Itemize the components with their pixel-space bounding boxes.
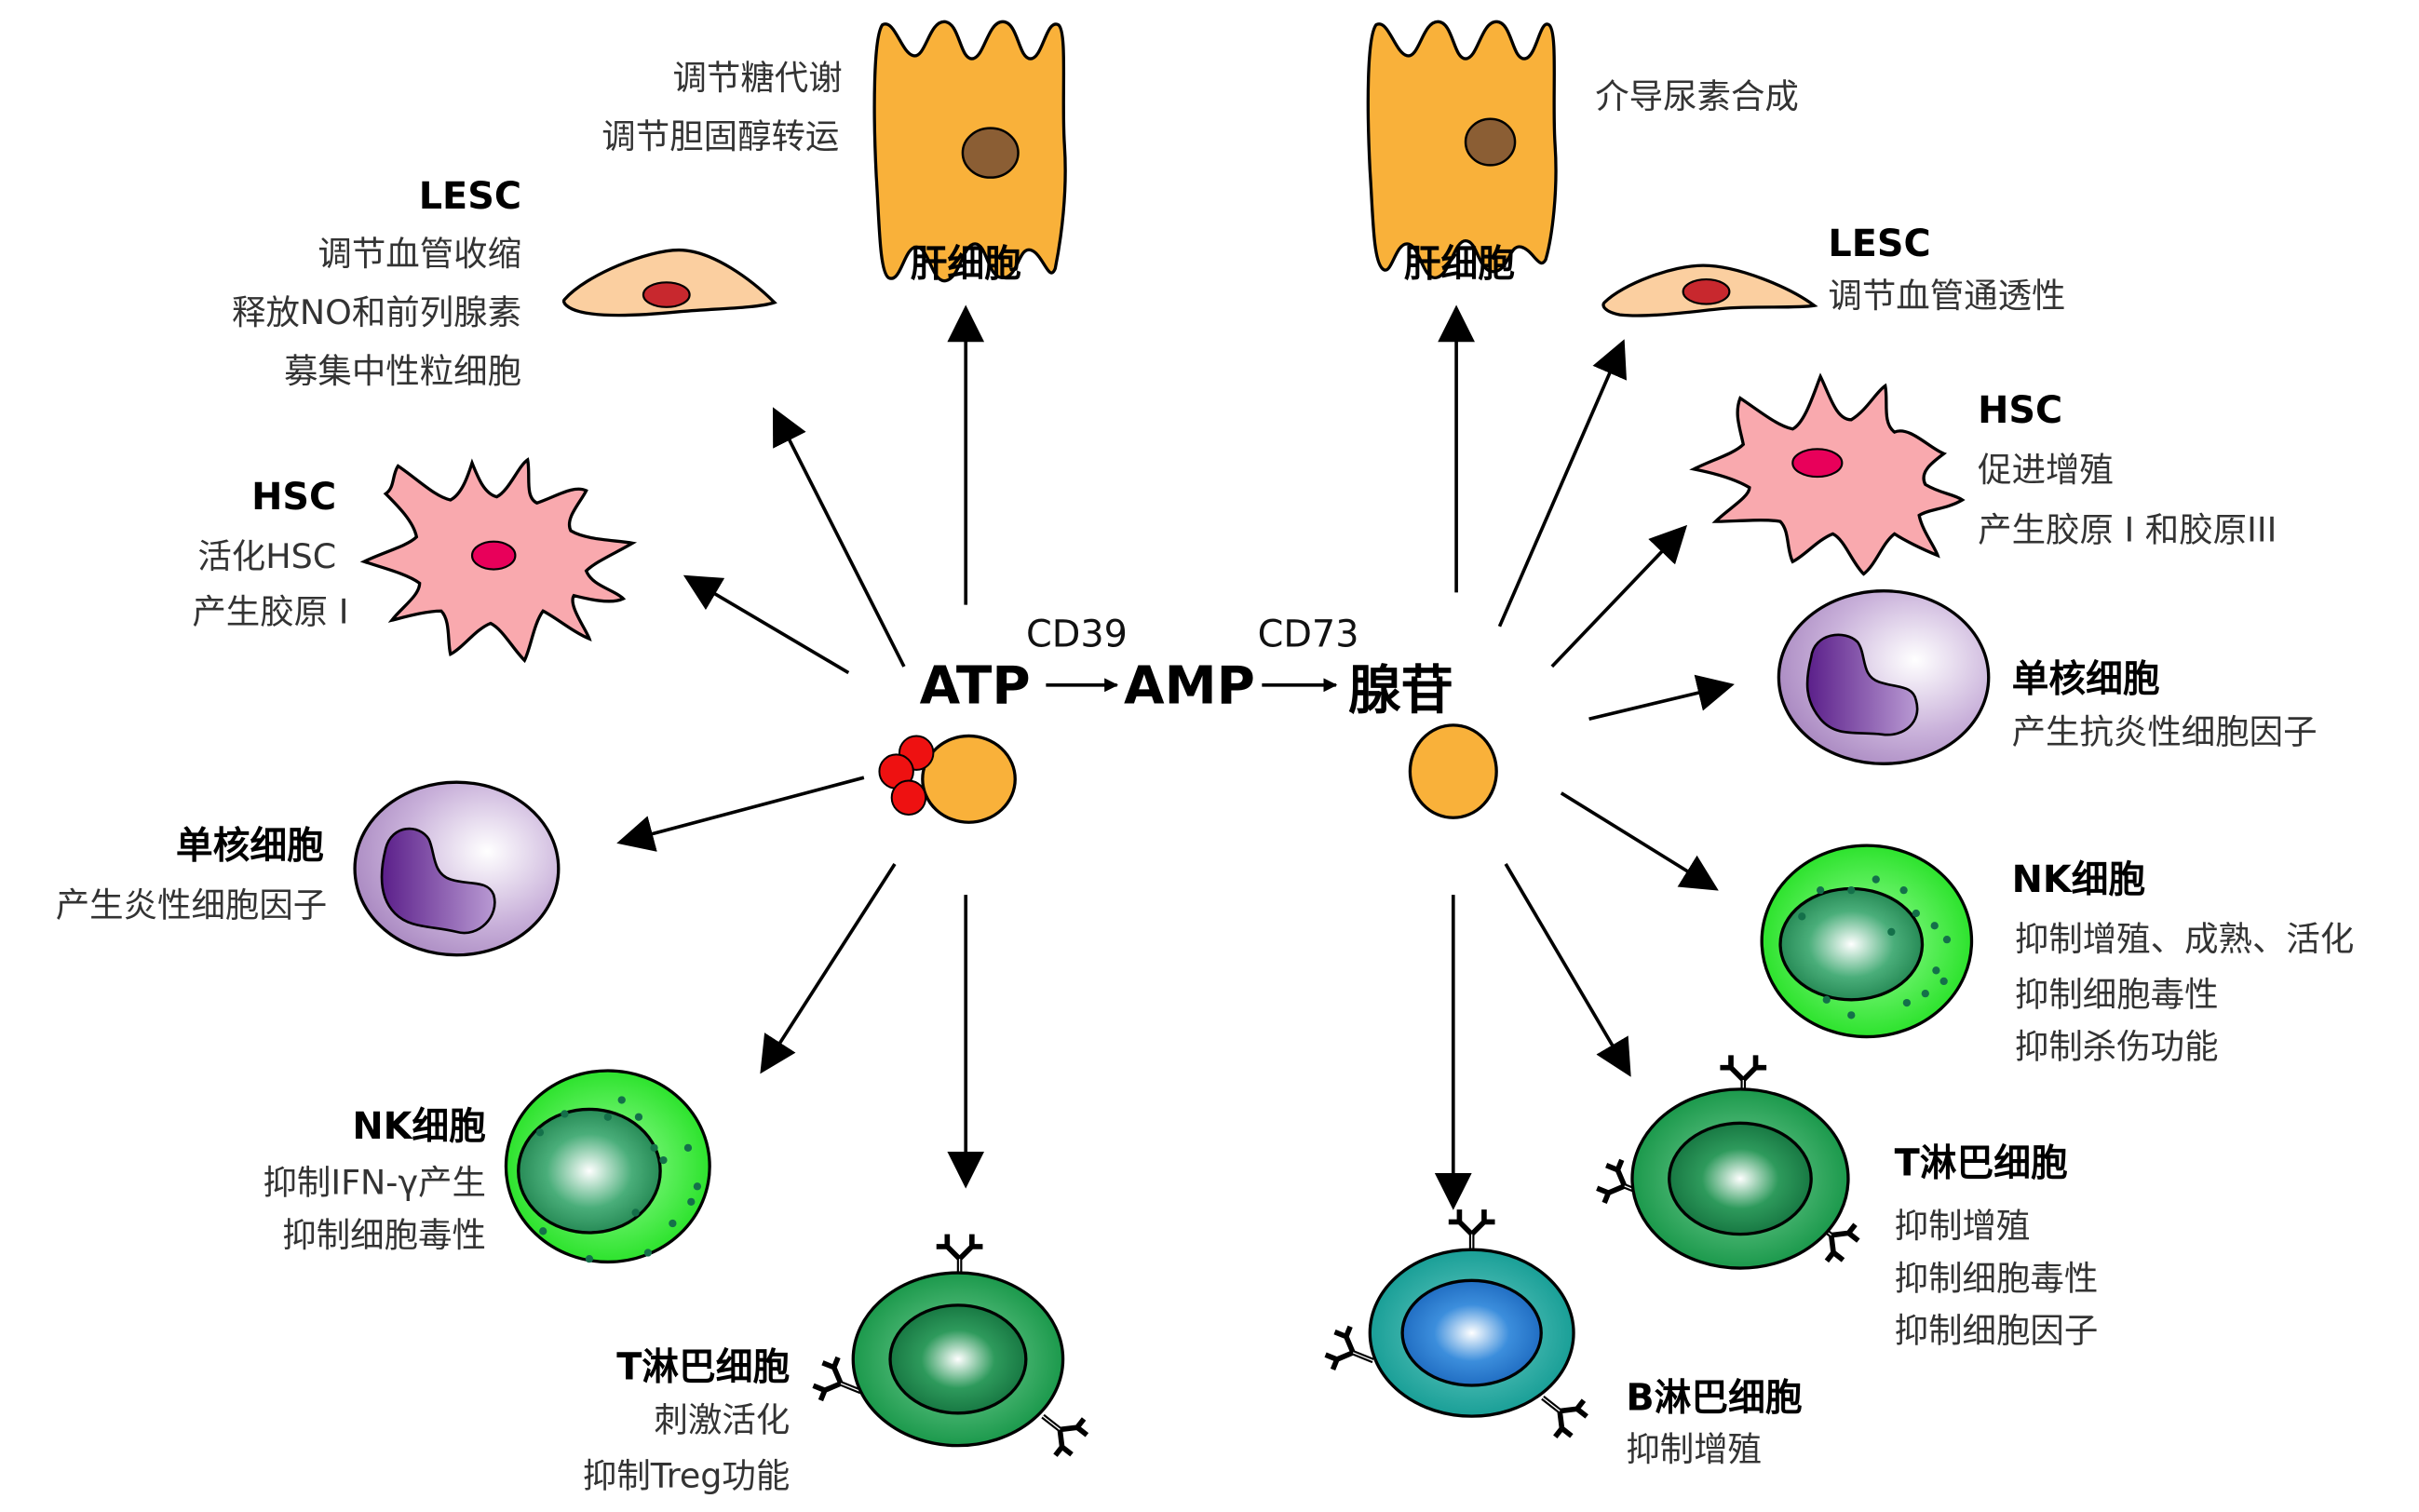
right-lesc-title: LESC xyxy=(1828,223,1930,265)
right-nk-effect: 抑制增殖、成熟、活化 xyxy=(2015,919,2354,959)
arrow-to-right-tcell xyxy=(1504,863,1631,1077)
right-bcell-title: B淋巴细胞 xyxy=(1626,1377,1802,1420)
lesc-nucleus-icon xyxy=(642,281,691,308)
left-hsc-effect: 产生胶原 I xyxy=(192,592,348,632)
nk-nucleus-icon xyxy=(1778,886,1925,1002)
right-nk-effect: 抑制细胞毒性 xyxy=(2015,974,2219,1014)
hepatocyte-nucleus-icon xyxy=(961,127,1020,179)
hsc-nucleus-icon xyxy=(1791,448,1844,479)
right-lesc: LESC 调节血管通透性 xyxy=(1601,223,2065,317)
nk-nucleus-icon xyxy=(517,1107,662,1235)
left-nk-cell: NK细胞 抑制IFN-γ产生 抑制细胞毒性 xyxy=(263,1069,711,1264)
left-t-cell: T淋巴细胞 刺激活化 抑制Treg功能 xyxy=(583,1235,1094,1495)
left-hsc-effect: 活化HSC xyxy=(197,536,336,576)
left-hepatocyte-effect: 调节糖代谢 xyxy=(672,58,842,98)
right-hsc-effect: 产生胶原 I 和胶原III xyxy=(1978,510,2277,550)
right-tcell-title: T淋巴细胞 xyxy=(1895,1142,2068,1185)
arrow-to-left-monocyte xyxy=(616,776,865,852)
left-lesc-effect: 释放NO和前列腺素 xyxy=(232,292,521,332)
right-t-cell: T淋巴细胞 抑制增殖 抑制细胞毒性 抑制细胞因子 xyxy=(1593,1055,2099,1351)
left-lesc-effect: 调节血管收缩 xyxy=(318,234,521,274)
right-nk-effect: 抑制杀伤功能 xyxy=(2015,1027,2219,1067)
hepatocyte-cell-icon xyxy=(1366,20,1558,280)
amp-label: AMP xyxy=(1124,656,1255,717)
arrow-to-right-hsc xyxy=(1550,524,1688,668)
center-pathway: CD39 CD73 ATP AMP 腺苷 xyxy=(878,613,1498,824)
arrow-to-right-monocyte xyxy=(1588,674,1735,722)
right-b-cell: B淋巴细胞 抑制增殖 xyxy=(1321,1209,1803,1469)
nk-granules-icon xyxy=(535,1096,702,1263)
enzyme-cd39-label: CD39 xyxy=(1026,613,1128,655)
right-nk-cell: NK细胞 抑制增殖、成熟、活化 抑制细胞毒性 抑制杀伤功能 xyxy=(1760,844,2354,1067)
atp-molecule-icon xyxy=(878,734,1017,824)
left-lesc: LESC 调节血管收缩 释放NO和前列腺素 募集中性粒细胞 xyxy=(232,175,777,391)
b-cell-nucleus-icon xyxy=(1400,1278,1543,1387)
right-tcell-effect: 抑制增殖 xyxy=(1895,1206,2031,1246)
monocyte-nucleus-icon xyxy=(380,827,496,935)
left-hsc-title: HSC xyxy=(251,476,336,519)
t-cell-nucleus-icon xyxy=(888,1303,1028,1415)
arrow-to-left-nk xyxy=(760,862,897,1074)
hepatocyte-nucleus-icon xyxy=(1464,117,1517,167)
right-arrows xyxy=(1434,304,1735,1210)
arrow-to-right-nk xyxy=(1560,791,1719,891)
left-tcell-effect: 抑制Treg功能 xyxy=(583,1455,790,1495)
enzyme-cd73-label: CD73 xyxy=(1258,613,1359,655)
right-hepatocyte-title: 肝细胞 xyxy=(1404,243,1515,286)
left-hepatocyte-effect: 调节胆固醇转运 xyxy=(601,116,839,156)
left-nk-effect: 抑制IFN-γ产生 xyxy=(263,1163,485,1203)
monocyte-nucleus-icon xyxy=(1805,633,1919,736)
left-nk-effect: 抑制细胞毒性 xyxy=(282,1215,486,1255)
left-tcell-title: T淋巴细胞 xyxy=(616,1345,790,1388)
adenosine-label: 腺苷 xyxy=(1348,661,1453,722)
right-monocyte-effect: 产生抗炎性细胞因子 xyxy=(2012,712,2318,752)
t-cell-nucleus-icon xyxy=(1668,1121,1813,1236)
arrow-to-left-lesc xyxy=(772,407,906,668)
arrow-to-right-lesc xyxy=(1497,339,1628,628)
adenosine-molecule-icon xyxy=(1408,723,1498,819)
hsc-nucleus-icon xyxy=(470,540,517,571)
nk-granules-icon xyxy=(1798,875,1952,1019)
lesc-nucleus-icon xyxy=(1682,277,1731,305)
left-tcell-effect: 刺激活化 xyxy=(655,1400,791,1440)
left-hsc: HSC 活化HSC 产生胶原 I xyxy=(192,457,638,664)
right-monocyte-title: 单核细胞 xyxy=(2012,657,2160,700)
left-monocyte-effect: 产生炎性细胞因子 xyxy=(56,884,328,925)
right-tcell-effect: 抑制细胞毒性 xyxy=(1895,1258,2099,1298)
right-hepatocyte-effect: 介导尿素合成 xyxy=(1595,76,1799,116)
right-hsc-title: HSC xyxy=(1978,389,2062,432)
left-hepatocyte-title: 肝细胞 xyxy=(911,243,1021,286)
right-hepatocyte: 肝细胞 介导尿素合成 xyxy=(1366,20,1799,286)
right-hsc-effect: 促进增殖 xyxy=(1978,450,2114,490)
right-monocyte: 单核细胞 产生抗炎性细胞因子 xyxy=(1777,589,2318,765)
right-tcell-effect: 抑制细胞因子 xyxy=(1895,1311,2099,1351)
left-nk-title: NK细胞 xyxy=(352,1105,486,1148)
left-lesc-title: LESC xyxy=(419,175,521,218)
left-hepatocyte: 肝细胞 调节糖代谢 调节胆固醇转运 xyxy=(601,20,1067,286)
left-lesc-effect: 募集中性粒细胞 xyxy=(284,351,521,391)
right-lesc-effect: 调节血管通透性 xyxy=(1828,276,2065,316)
left-monocyte-title: 单核细胞 xyxy=(176,824,324,867)
left-monocyte: 单核细胞 产生炎性细胞因子 xyxy=(56,780,561,957)
right-nk-title: NK细胞 xyxy=(2012,858,2146,901)
right-hsc: HSC 促进增殖 产生胶原 I 和胶原III xyxy=(1689,372,2277,576)
atp-label: ATP xyxy=(920,656,1031,717)
right-bcell-effect: 抑制增殖 xyxy=(1626,1429,1762,1469)
arrow-to-left-hsc xyxy=(682,574,850,675)
left-arrows xyxy=(616,304,985,1189)
